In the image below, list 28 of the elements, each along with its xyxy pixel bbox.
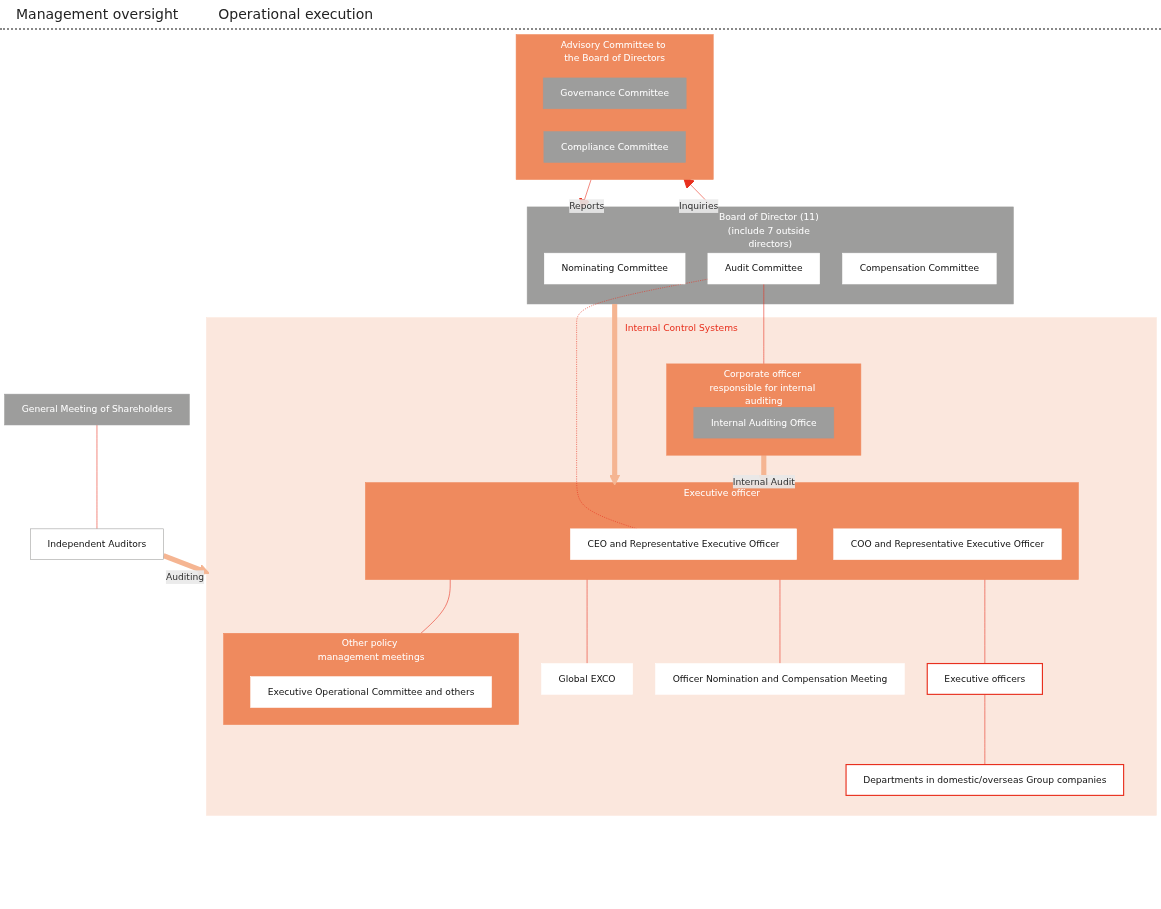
connector (420, 579, 451, 634)
node-box: Internal Auditing Office (693, 407, 835, 439)
edge-label: Internal Audit (732, 476, 795, 487)
connector (984, 579, 986, 664)
node-box: CEO and Representative Executive Officer (570, 528, 797, 560)
node-box: Executive officers (926, 662, 1043, 695)
connector (576, 278, 709, 530)
node-box: Compensation Committee (842, 252, 997, 285)
arrow (609, 303, 621, 486)
node-box: Nominating Committee (544, 252, 686, 285)
edge-label: Reports (569, 200, 605, 212)
arrow (162, 553, 210, 575)
edge-label: Auditing (165, 571, 204, 583)
node-box: Departments in domestic/overseas Group companies (845, 764, 1125, 796)
note-text: Operational execution (218, 6, 374, 22)
node-box: General Meeting of Shareholders (4, 393, 190, 426)
node-box: Compliance Committee (543, 131, 686, 163)
connector (763, 283, 765, 365)
node-box: Audit Committee (707, 252, 820, 285)
node-box: Global EXCO (541, 663, 633, 695)
node-box: Officer Nomination and Compensation Meeting (655, 663, 905, 695)
connector (984, 694, 986, 765)
edge-label: Inquiries (679, 200, 719, 212)
node-box: Executive Operational Committee and others (250, 676, 492, 708)
note-text: Management oversight (16, 6, 179, 22)
node-box: COO and Representative Executive Officer (833, 528, 1062, 560)
node-box: Governance Committee (542, 77, 687, 110)
node-box: Independent Auditors (30, 528, 164, 560)
